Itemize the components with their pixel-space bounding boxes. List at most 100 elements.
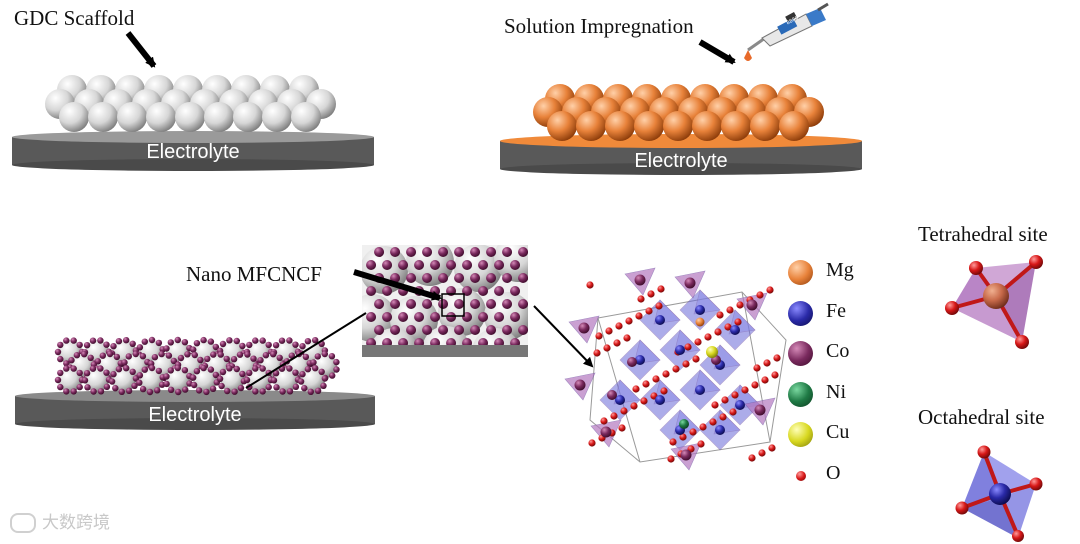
gdc-particle <box>262 102 292 132</box>
gdc-particle <box>117 102 147 132</box>
nano-particle <box>57 369 64 377</box>
zoom-nano-particle <box>438 273 449 283</box>
oxygen-atom <box>734 318 742 326</box>
oxygen-atom <box>655 302 663 310</box>
nano-particle <box>217 351 224 358</box>
co-atom <box>627 357 637 367</box>
scaffold-particle <box>193 368 217 392</box>
nano-particle <box>70 337 77 344</box>
nano-particle <box>223 355 230 363</box>
nano-particle <box>292 369 299 376</box>
nano-particle <box>272 342 280 349</box>
nano-particle <box>312 337 319 344</box>
nano-particle <box>110 343 117 350</box>
nano-particle <box>167 367 174 374</box>
nano-particle <box>63 365 70 372</box>
nano-particle <box>286 365 293 372</box>
nano-particle <box>203 388 210 396</box>
watermark-logo-icon <box>10 513 36 533</box>
zoom-nano-particle <box>478 286 489 296</box>
oxygen-atom <box>620 407 628 415</box>
co-atom <box>600 426 612 438</box>
oxygen-atom <box>771 371 779 379</box>
nano-particle <box>259 337 266 344</box>
zoom-nano-particle <box>374 299 385 309</box>
legend-item-co: Co <box>784 337 894 378</box>
nano-particle <box>155 367 163 375</box>
zoom-nano-particle <box>502 247 513 257</box>
yellow-sphere-icon <box>788 422 813 447</box>
oxygen-atom <box>623 334 631 342</box>
nano-particle <box>314 387 322 394</box>
nano-particle <box>146 388 154 396</box>
nano-particle <box>175 388 182 396</box>
nano-particle <box>115 366 123 373</box>
zoom-nano-particle <box>494 260 505 270</box>
nano-particle <box>193 368 201 375</box>
zoom-nano-particle <box>390 325 401 335</box>
tetrahedral-site-label: Tetrahedral site <box>918 222 1048 246</box>
purple-sphere-icon <box>788 341 813 366</box>
nano-particle <box>170 357 178 365</box>
nano-particle <box>57 341 64 349</box>
zoom-nano-particle <box>382 286 393 296</box>
fe-atom <box>655 395 665 405</box>
zoom-nano-particle <box>502 299 513 309</box>
electrolyte-disc-3 <box>15 390 375 430</box>
oxygen-atom <box>716 311 724 319</box>
impregnated-particle <box>576 111 606 141</box>
nano-particle <box>163 380 170 388</box>
nano-particle <box>252 365 259 372</box>
nano-particle <box>97 365 104 372</box>
nano-decorated-particles <box>54 336 340 396</box>
nano-particle <box>210 351 217 358</box>
nano-particle <box>246 341 253 349</box>
nano-particle <box>197 356 204 364</box>
nano-particle <box>118 388 126 395</box>
scaffold-particle <box>112 368 136 392</box>
legend-label: Ni <box>826 380 846 403</box>
zoom-nano-particle <box>510 260 521 270</box>
oxygen-atom <box>773 354 781 362</box>
nano-particle <box>265 383 272 391</box>
zoom-scaffold-particle <box>494 245 528 282</box>
nano-particle <box>276 354 283 361</box>
impregnated-particle <box>779 111 809 141</box>
oxygen-atom <box>711 401 719 409</box>
zoom-nano-particle <box>502 325 513 335</box>
co-atom <box>578 322 590 334</box>
co-atom <box>607 390 617 400</box>
oxygen-atom <box>632 385 640 393</box>
zoom-nano-particle <box>422 325 433 335</box>
nano-particle <box>286 337 293 344</box>
watermark: 大数跨境 <box>10 508 110 533</box>
nano-particle <box>226 365 233 372</box>
nano-particle <box>279 388 286 395</box>
gdc-scaffold-label: GDC Scaffold <box>14 6 135 30</box>
zoom-nano-particle <box>422 299 433 309</box>
gdc-scaffold-panel <box>12 75 374 171</box>
nano-particle <box>154 387 161 394</box>
nano-particle <box>103 383 111 390</box>
fe-atom <box>695 305 705 315</box>
nano-particle <box>272 370 280 377</box>
nano-particle <box>136 372 144 379</box>
electrolyte-disc-1 <box>12 131 374 171</box>
zoom-nano-particle <box>486 299 497 309</box>
nano-particle <box>299 343 306 350</box>
zoom-nano-particle <box>406 325 417 335</box>
legend-label: Mg <box>826 259 854 281</box>
nano-particle <box>304 338 312 345</box>
crystal-arrow <box>533 305 594 368</box>
nano-particle <box>99 352 107 359</box>
oxygen-atom <box>726 306 734 314</box>
nano-particle <box>163 373 170 380</box>
oxygen-atom <box>630 402 638 410</box>
zoom-nano-particle <box>366 286 377 296</box>
scaffold-particle <box>274 368 298 392</box>
nano-particle <box>259 365 266 372</box>
zoom-nano-particle <box>390 273 401 283</box>
solution-impregnation-label: Solution Impregnation <box>504 14 694 38</box>
nano-particle <box>84 384 91 391</box>
nano-particle <box>304 366 312 373</box>
